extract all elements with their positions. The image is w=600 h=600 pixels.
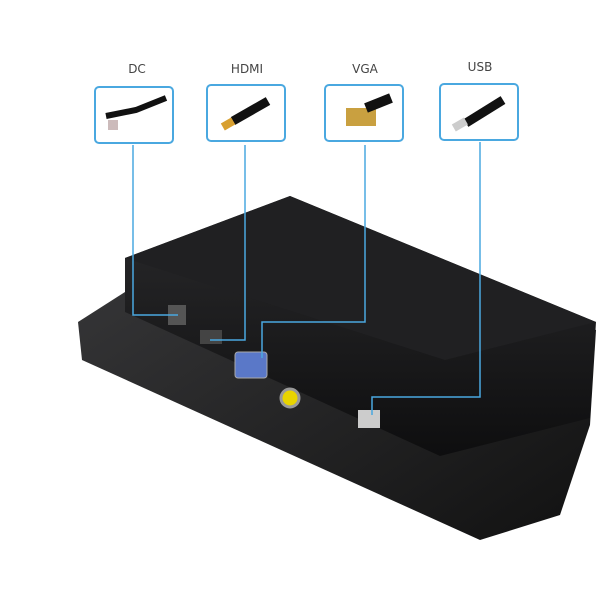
- housing-top: [125, 196, 596, 360]
- hdmi-connector-box: [206, 84, 286, 142]
- vga-plug-icon: [346, 93, 393, 126]
- usb-plug-icon: [451, 96, 506, 132]
- vga-port: [234, 351, 268, 379]
- dc-connector-box: [94, 86, 174, 144]
- dc-plug-icon: [105, 95, 168, 130]
- vga-connector-box: [324, 84, 404, 142]
- dc-label: DC: [128, 62, 146, 76]
- hdmi-plug-icon: [220, 97, 271, 131]
- vga-label: VGA: [352, 62, 378, 76]
- hdmi-label: HDMI: [230, 62, 264, 76]
- usb-connector-box: [439, 83, 519, 141]
- usb-port: [358, 410, 380, 428]
- av-port: [279, 387, 301, 409]
- hdmi-port: [200, 330, 222, 344]
- connector-lines: [132, 142, 481, 415]
- usb-label: USB: [467, 60, 493, 74]
